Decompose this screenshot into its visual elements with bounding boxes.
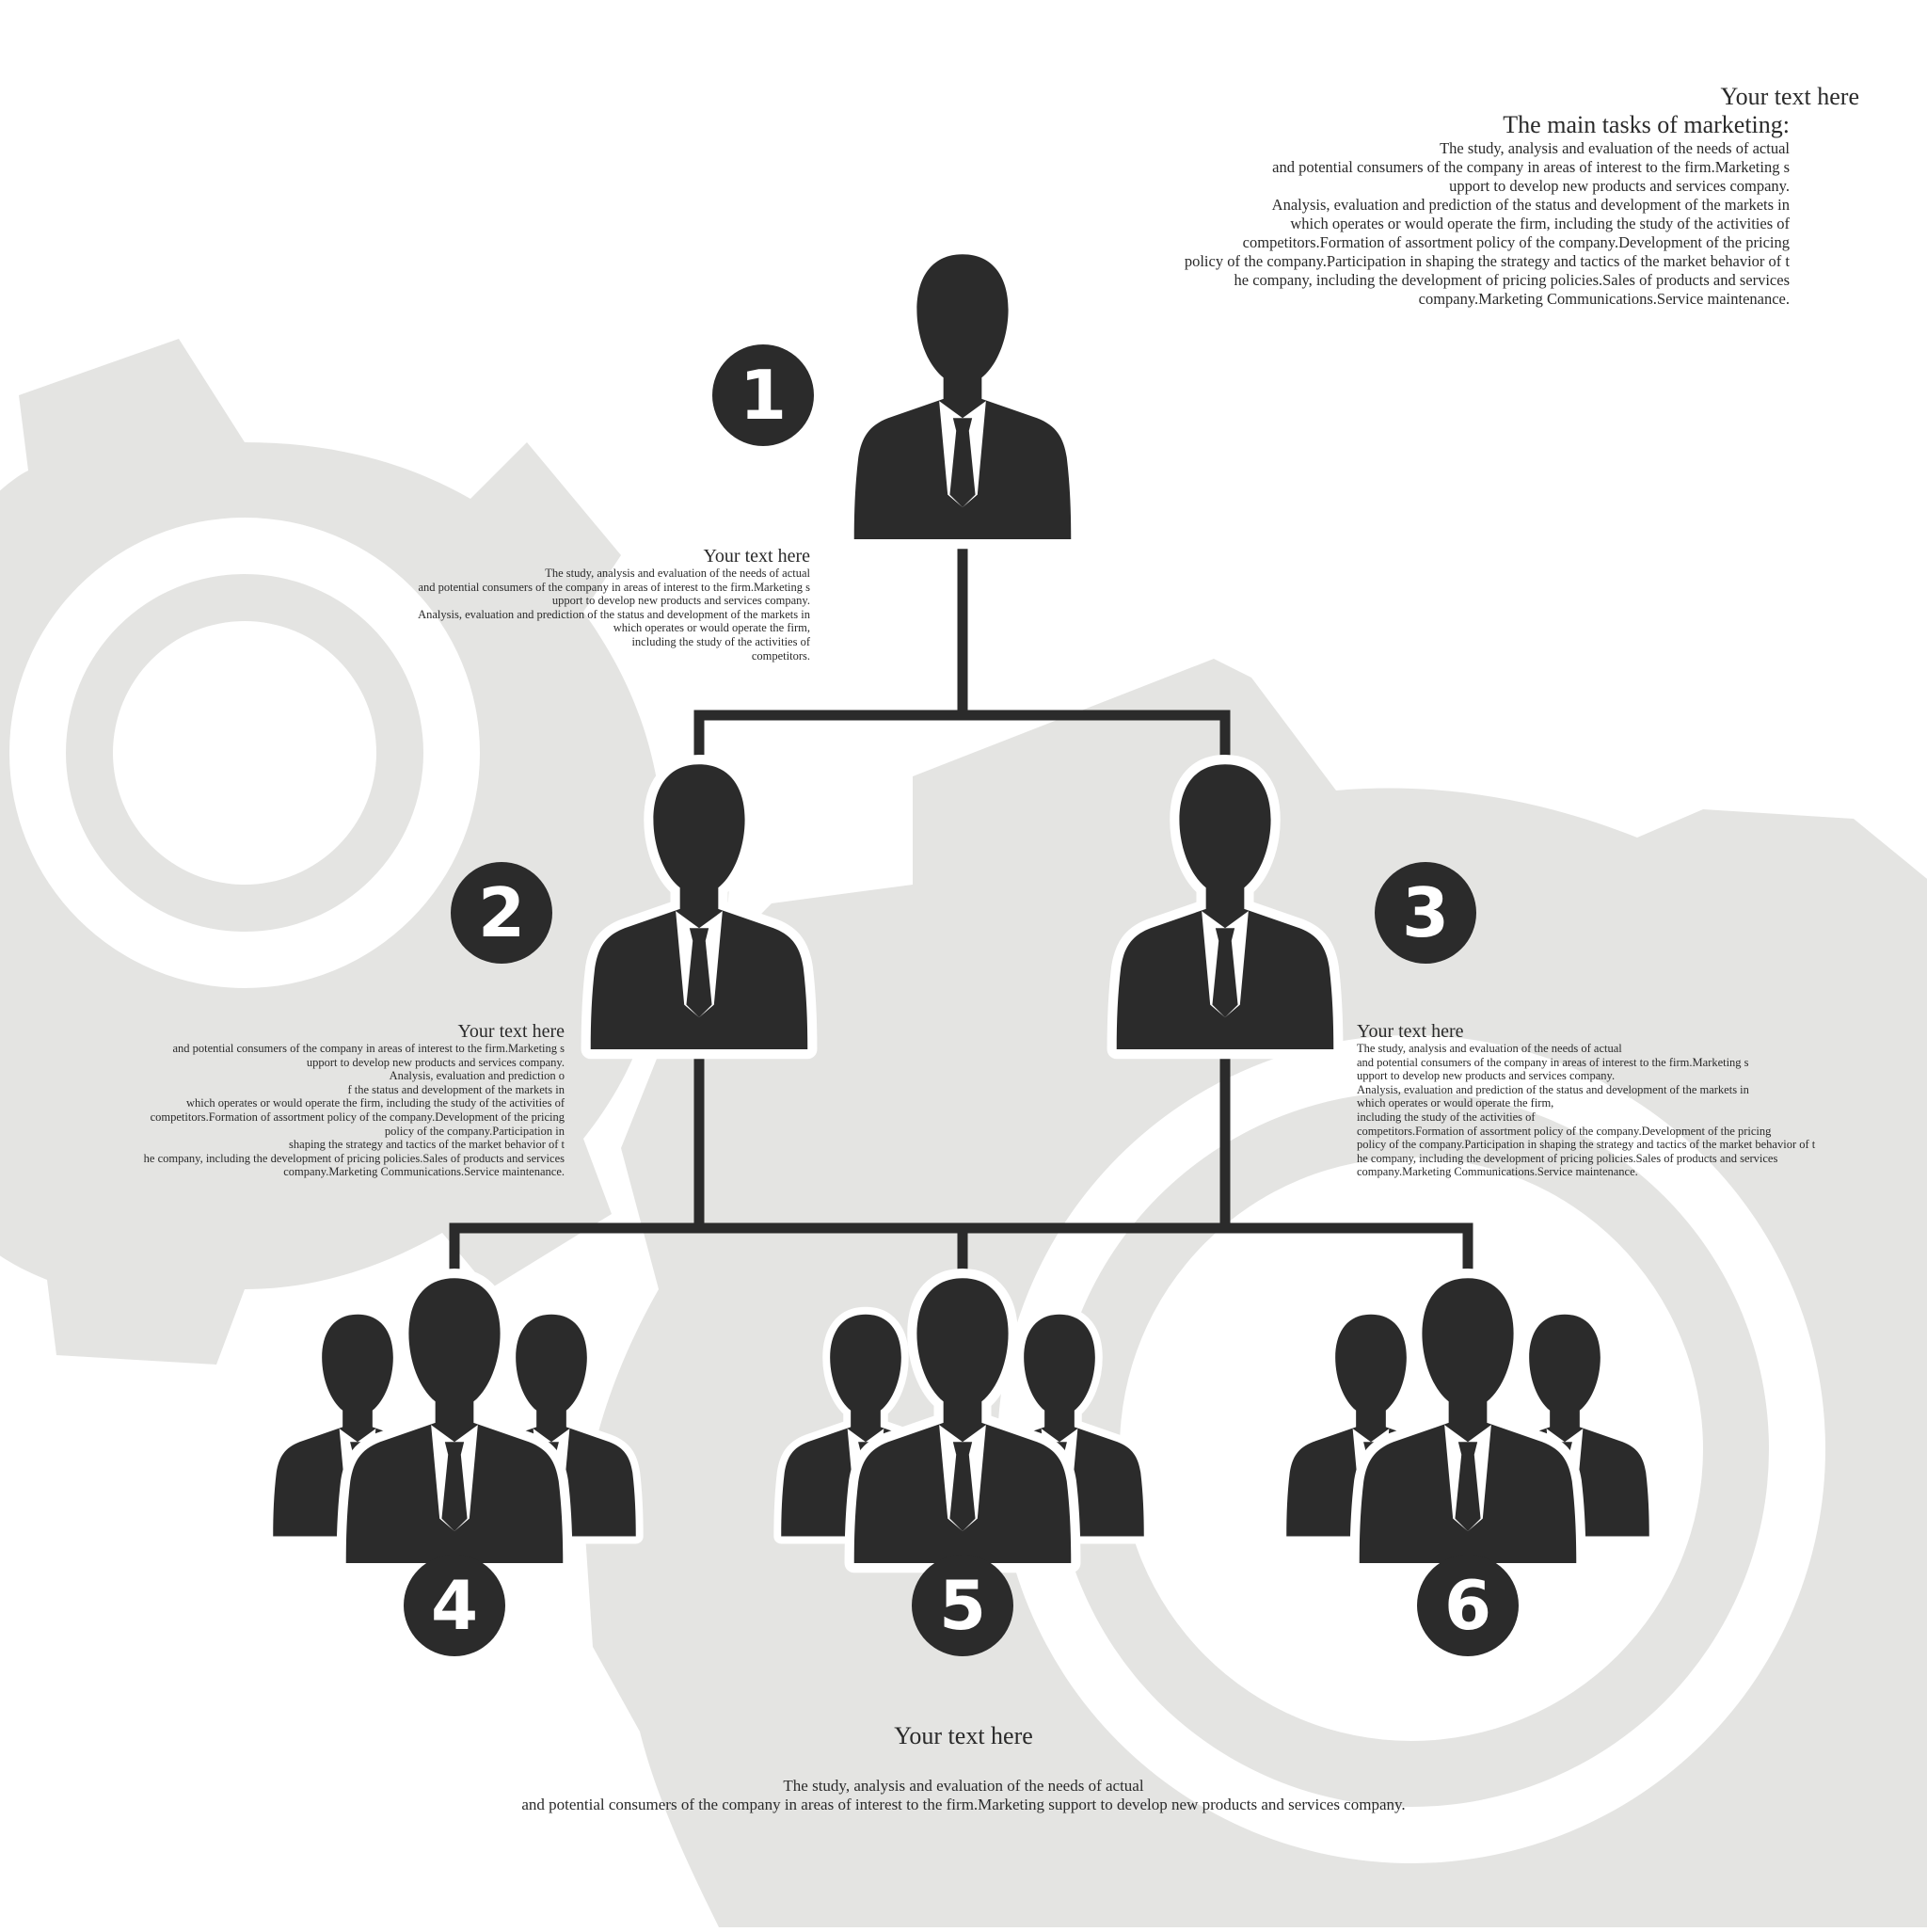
top-right-heading: Your text here [1720, 83, 1859, 110]
node-1: 1 [712, 254, 1071, 539]
right-body-line: The study, analysis and evaluation of th… [1357, 1042, 1622, 1055]
right-body-line: which operates or would operate the firm… [1357, 1096, 1554, 1110]
right-heading: Your text here [1357, 1021, 1464, 1042]
number-badge-icon [1417, 1555, 1519, 1656]
right-body-line: policy of the company.Participation in s… [1357, 1138, 1816, 1152]
top-right-body-line: policy of the company.Participation in s… [1184, 252, 1790, 270]
node-3: 3 [1117, 764, 1476, 1049]
number-badge-icon [1375, 862, 1476, 964]
number-badge-label: 1 [740, 356, 787, 435]
mid-body-line: competitors. [751, 648, 810, 663]
number-badge-icon [451, 862, 552, 964]
right-text-block: Your text here The study, analysis and e… [1357, 1021, 1815, 1179]
left-body: and potential consumers of the company i… [144, 1042, 565, 1179]
number-badge-label: 5 [939, 1566, 986, 1645]
bottom-heading: Your text here [894, 1722, 1033, 1749]
left-body-line: he company, including the development of… [143, 1151, 565, 1165]
person-icon [854, 254, 1072, 539]
left-body-line: which operates or would operate the firm… [186, 1096, 565, 1110]
right-body-line: Analysis, evaluation and prediction of t… [1357, 1082, 1749, 1096]
top-right-body-line: upport to develop new products and servi… [1449, 177, 1790, 195]
node-2: 2 [451, 764, 807, 1049]
top-right-body-line: Analysis, evaluation and prediction of t… [1271, 196, 1790, 214]
left-heading: Your text here [457, 1021, 565, 1042]
bottom-text-block: Your text here The study, analysis and e… [0, 1722, 1927, 1814]
top-right-subheading: The main tasks of marketing: [1503, 111, 1790, 138]
mid-body-line: Analysis, evaluation and prediction of t… [418, 607, 810, 621]
right-body: The study, analysis and evaluation of th… [1357, 1042, 1815, 1179]
mid-body-line: upport to develop new products and servi… [551, 594, 810, 608]
mid-body-line: The study, analysis and evaluation of th… [545, 567, 810, 580]
left-body-line: competitors.Formation of assortment poli… [150, 1110, 565, 1124]
mid-heading: Your text here [703, 546, 810, 567]
right-body-line: and potential consumers of the company i… [1357, 1055, 1749, 1069]
number-badge-label: 6 [1444, 1566, 1491, 1645]
top-right-body-line: company.Marketing Communications.Service… [1418, 290, 1790, 308]
node-4: 4 [273, 1278, 636, 1656]
number-badge-icon [712, 344, 814, 446]
right-body-line: including the study of the activities of [1357, 1110, 1536, 1124]
left-body-line: Analysis, evaluation and prediction o [389, 1069, 565, 1083]
mid-body-line: including the study of the activities of [631, 634, 810, 648]
left-body-line: company.Marketing Communications.Service… [283, 1165, 565, 1179]
mid-body: The study, analysis and evaluation of th… [418, 567, 810, 663]
number-badge-label: 3 [1402, 873, 1449, 952]
left-body-line: policy of the company.Participation in [384, 1124, 565, 1138]
right-body-line: upport to develop new products and servi… [1357, 1069, 1616, 1083]
top-right-body-line: he company, including the development of… [1234, 271, 1790, 289]
left-text-block: Your text here and potential consumers o… [144, 1021, 565, 1179]
number-badge-label: 2 [478, 873, 525, 952]
left-body-line: and potential consumers of the company i… [172, 1042, 565, 1055]
right-body-line: he company, including the development of… [1357, 1151, 1778, 1165]
top-right-body: The study, analysis and evaluation of th… [1185, 139, 1790, 309]
bottom-body: The study, analysis and evaluation of th… [0, 1777, 1927, 1814]
bottom-body-line: and potential consumers of the company i… [521, 1796, 1406, 1813]
right-body-line: company.Marketing Communications.Service… [1357, 1165, 1638, 1179]
node-5: 5 [781, 1278, 1144, 1656]
left-body-line: f the status and development of the mark… [347, 1082, 565, 1096]
top-right-body-line: and potential consumers of the company i… [1272, 158, 1790, 176]
gear-hole-left [113, 621, 376, 885]
number-badge-label: 4 [431, 1566, 478, 1645]
top-right-body-line: competitors.Formation of assortment poli… [1242, 233, 1790, 251]
mid-text-block: Your text here The study, analysis and e… [418, 546, 810, 663]
top-right-body-line: which operates or would operate the firm… [1290, 215, 1790, 232]
number-badge-icon [912, 1555, 1013, 1656]
bottom-body-line: The study, analysis and evaluation of th… [783, 1777, 1144, 1795]
top-right-body-line: The study, analysis and evaluation of th… [1440, 139, 1790, 157]
top-right-text-block: Your text here The main tasks of marketi… [1185, 83, 1859, 309]
left-body-line: shaping the strategy and tactics of the … [289, 1138, 565, 1152]
left-body-line: upport to develop new products and servi… [306, 1055, 565, 1069]
number-badge-icon [404, 1555, 505, 1656]
right-body-line: competitors.Formation of assortment poli… [1357, 1124, 1772, 1138]
mid-body-line: and potential consumers of the company i… [418, 580, 810, 594]
mid-body-line: which operates or would operate the firm… [613, 621, 810, 635]
node-6: 6 [1286, 1278, 1649, 1656]
